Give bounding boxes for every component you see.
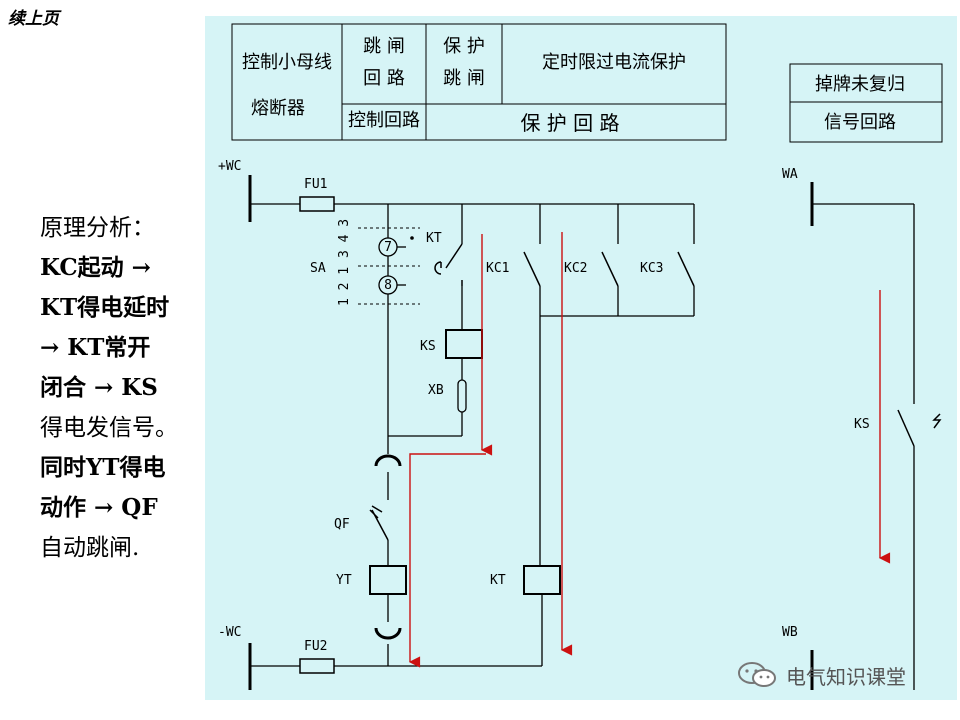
fu1-label: FU1 [304,177,327,192]
xb-label: XB [428,383,444,398]
analysis-line: KT得电延时 [40,294,170,321]
continued-label: 续上页 [8,9,59,29]
yt-label: YT [336,573,352,588]
ks-signal-contact [897,409,942,447]
sa-cols-top: 3 4 3 [337,219,352,258]
kt-contact-dot [410,236,414,240]
sa-switch: 7 8 3 4 3 1 2 1 [337,219,420,306]
kt-delay-contact [434,243,463,286]
signal-table [789,63,943,143]
sa-pos-bottom-num: 8 [384,278,392,293]
wires [250,203,915,690]
principle-analysis: 原理分析： KC起动 → KT得电延时 → KT常开 闭合 → KS 得电发信号… [40,208,215,568]
fu2-label: FU2 [304,639,327,654]
diagram-panel [205,16,957,700]
sa-label: SA [310,261,326,276]
current-flow-arrows [408,232,891,668]
header-fuse-bottom: 熔断器 [251,98,305,119]
kt-coil-label: KT [490,573,506,588]
wechat-icon [738,662,776,687]
sa-cols-bottom: 1 2 1 [337,267,352,306]
header-overcurrent: 定时限过电流保护 [542,52,686,73]
analysis-line: 动作 → QF [40,494,158,521]
qf-contact [369,505,389,541]
header-protect-bottom: 跳 闸 [443,68,485,89]
ks-coil-label: KS [420,339,436,354]
kc-contacts [523,251,695,287]
wa-label: WA [782,167,798,182]
fuse-fu1 [299,196,335,212]
header-protection-loop: 保 护 回 路 [520,111,619,135]
fuse-fu2 [299,658,335,674]
xb-link [457,379,467,413]
kt-contact-label: KT [426,231,442,246]
analysis-line: → KT常开 [40,334,151,361]
header-trip-bottom: 回 路 [363,68,405,89]
analysis-line: 同时YT得电 [40,454,166,481]
analysis-line: 自动跳闸. [40,535,140,561]
wb-label: WB [782,625,798,640]
watermark-text: 电气知识课堂 [786,664,906,689]
kc2-label: KC2 [564,261,587,276]
kt-coil [523,565,561,595]
sa-pos-top-num: 7 [384,240,392,255]
minus-wc-label: -WC [218,625,241,640]
analysis-line: 闭合 → KS [40,374,158,401]
header-protect-top: 保 护 [443,36,485,57]
watermark: 电气知识课堂 [736,660,906,690]
qf-label: QF [334,517,350,532]
ks-contact-label: KS [854,417,870,432]
header-trip-top: 跳 闸 [363,36,405,57]
qf-aux-contacts [374,454,402,640]
analysis-line: 得电发信号。 [40,415,178,441]
signal-top: 掉牌未复归 [815,74,905,95]
analysis-line: KC起动 → [40,254,151,281]
header-control-loop: 控制回路 [348,110,420,131]
yt-coil [369,565,407,595]
ks-coil [445,329,483,359]
kc3-label: KC3 [640,261,663,276]
plus-wc-label: +WC [218,159,241,174]
analysis-line: 原理分析： [40,215,155,241]
kc1-label: KC1 [486,261,509,276]
bus-bars [248,175,814,690]
signal-bottom: 信号回路 [824,112,896,133]
header-table [231,23,727,141]
header-fuse-top: 控制小母线 [242,52,332,73]
